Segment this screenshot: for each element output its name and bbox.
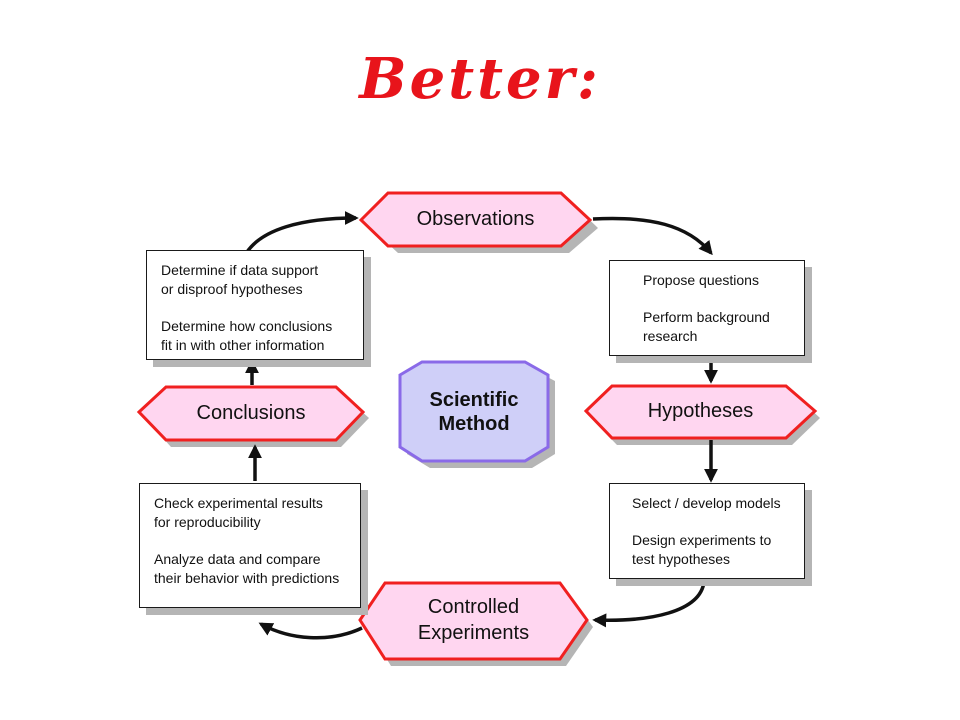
- conclusions-label: Conclusions: [196, 402, 306, 424]
- note-line: Determine if data support or disproof hy…: [161, 262, 319, 297]
- note-line: Select / develop models: [632, 495, 781, 511]
- arrow-experiments-to-notes: [258, 622, 363, 640]
- arrow-notes-to-experiments: [592, 581, 706, 628]
- note-line: Check experimental results for reproduci…: [154, 495, 323, 530]
- note-line: Determine how conclusions fit in with ot…: [161, 318, 333, 353]
- note-line: Perform background research: [643, 309, 770, 344]
- observations-node: [358, 191, 593, 248]
- hypotheses-label: Hypotheses: [647, 400, 754, 422]
- controlled-experiments-label: Controlled Experiments: [417, 596, 530, 644]
- arrow-conclusions-to-observations: [245, 211, 359, 254]
- slide-title: Better:: [359, 46, 601, 112]
- note-line: Analyze data and compare their behavior …: [154, 551, 340, 586]
- observations-label: Observations: [416, 208, 535, 230]
- experiments-followup-note: Check experimental results for reproduci…: [139, 483, 361, 608]
- conclusions-node: [136, 385, 366, 442]
- note-line: Propose questions: [643, 272, 759, 288]
- scientific-method-label: Scientific Method: [429, 389, 519, 435]
- note-line: Design experiments to test hypotheses: [632, 532, 772, 567]
- conclusions-followup-note: Determine if data support or disproof hy…: [146, 250, 364, 360]
- hypotheses-node: [583, 384, 818, 440]
- arrow-observations-to-notes: [592, 216, 713, 256]
- observations-followup-note: Propose questions Perform background res…: [609, 260, 805, 356]
- scientific-method-node: [398, 360, 550, 463]
- hypotheses-followup-note: Select / develop models Design experimen…: [609, 483, 805, 579]
- controlled-experiments-node: [358, 581, 589, 661]
